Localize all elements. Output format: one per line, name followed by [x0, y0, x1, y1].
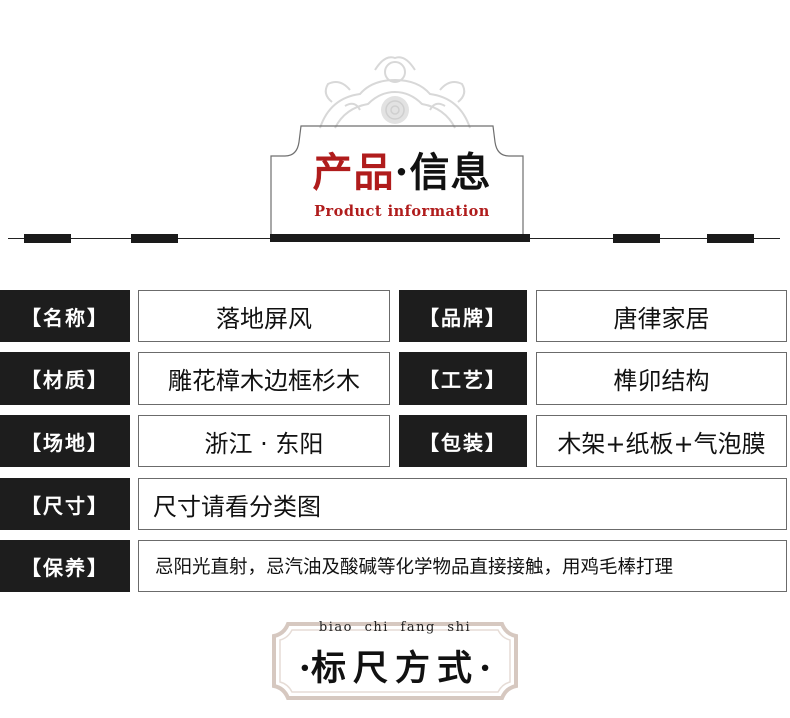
spec-value-brand: 唐律家居: [536, 290, 787, 342]
footer-title-text: 标尺方式: [310, 648, 479, 689]
header-bar-1: [24, 234, 71, 243]
spec-label-material: 【材质】: [0, 352, 130, 405]
spec-value-material: 雕花樟木边框杉木: [138, 352, 390, 405]
page-subtitle: Product information: [314, 203, 490, 220]
spec-label-name: 【名称】: [0, 290, 130, 342]
title-frame: [270, 125, 524, 236]
spec-label-size: 【尺寸】: [0, 478, 130, 530]
spec-label-origin: 【场地】: [0, 415, 130, 467]
decorative-carving-ornament: [319, 56, 471, 129]
footer-title: ·标尺方式·: [270, 640, 520, 691]
spec-value-craft: 榫卯结构: [536, 352, 787, 405]
header-bar-2: [131, 234, 178, 243]
header-bar-3: [613, 234, 660, 243]
spec-value-size: 尺寸请看分类图: [138, 478, 787, 530]
page-title: 产品·信息: [270, 140, 534, 198]
spec-value-name: 落地屏风: [138, 290, 390, 342]
spec-value-care: 忌阳光直射，忌汽油及酸碱等化学物品直接接触，用鸡毛棒打理: [138, 540, 787, 592]
footer-pinyin: biao chi fang shi: [318, 620, 472, 635]
footer-dot-left: ·: [298, 648, 311, 689]
spec-value-origin: 浙江 · 东阳: [138, 415, 390, 467]
spec-label-care: 【保养】: [0, 540, 130, 592]
spec-label-packaging: 【包装】: [399, 415, 527, 467]
header-bar-center: [270, 234, 530, 242]
spec-value-packaging: 木架+纸板+气泡膜: [536, 415, 787, 467]
title-black-part: 信息: [409, 149, 492, 196]
footer-dot-right: ·: [479, 648, 492, 689]
spec-label-craft: 【工艺】: [399, 352, 527, 405]
footer-frame: [272, 622, 518, 700]
spec-label-brand: 【品牌】: [399, 290, 527, 342]
title-dot: ·: [394, 149, 410, 196]
title-red-part: 产品: [312, 149, 395, 196]
header-bar-4: [707, 234, 754, 243]
